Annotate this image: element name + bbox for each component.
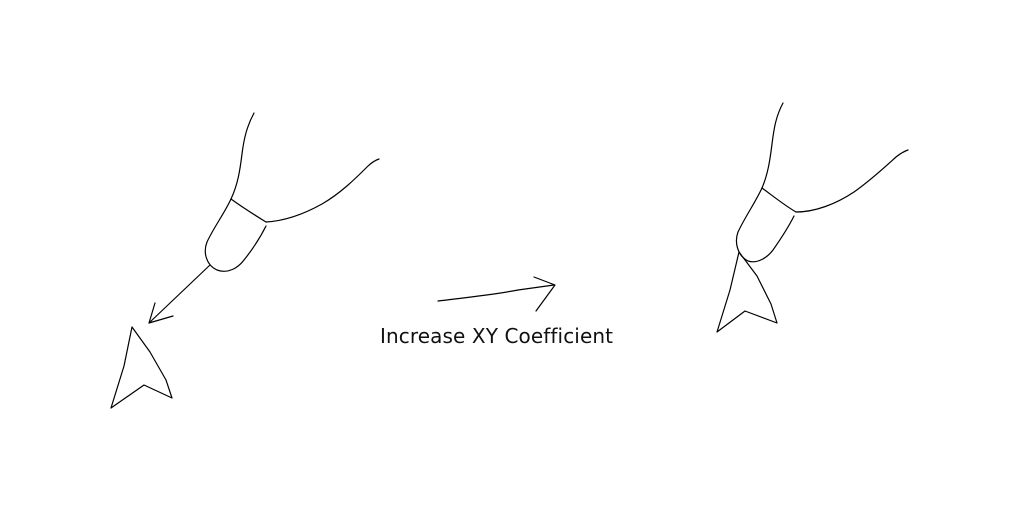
before-finger-joint (230, 198, 267, 223)
before-finger-nail (204, 198, 267, 272)
before-cursor-arrow-icon (110, 326, 173, 409)
after-finger-icon (735, 102, 909, 263)
transition-arrow-icon (437, 276, 556, 312)
after-finger-nail (735, 187, 795, 263)
before-cursor-outline (110, 326, 173, 409)
transition-arrow-head (533, 276, 556, 312)
before-finger-icon (204, 112, 380, 272)
after-finger-palm-line (795, 149, 909, 213)
before-motion-head (148, 302, 174, 324)
before-finger-palm-line (265, 158, 380, 223)
after-cursor-arrow-icon (716, 251, 778, 333)
before-motion-arrow-icon (148, 264, 211, 324)
before-motion-shaft (148, 264, 211, 324)
before-finger-back-line (230, 112, 255, 200)
after-cursor-outline (716, 251, 778, 333)
after-finger-back-line (761, 102, 784, 189)
transition-arrow-shaft (437, 284, 555, 302)
caption-label: Increase XY Coefficient (380, 324, 614, 348)
after-finger-joint (761, 187, 797, 213)
